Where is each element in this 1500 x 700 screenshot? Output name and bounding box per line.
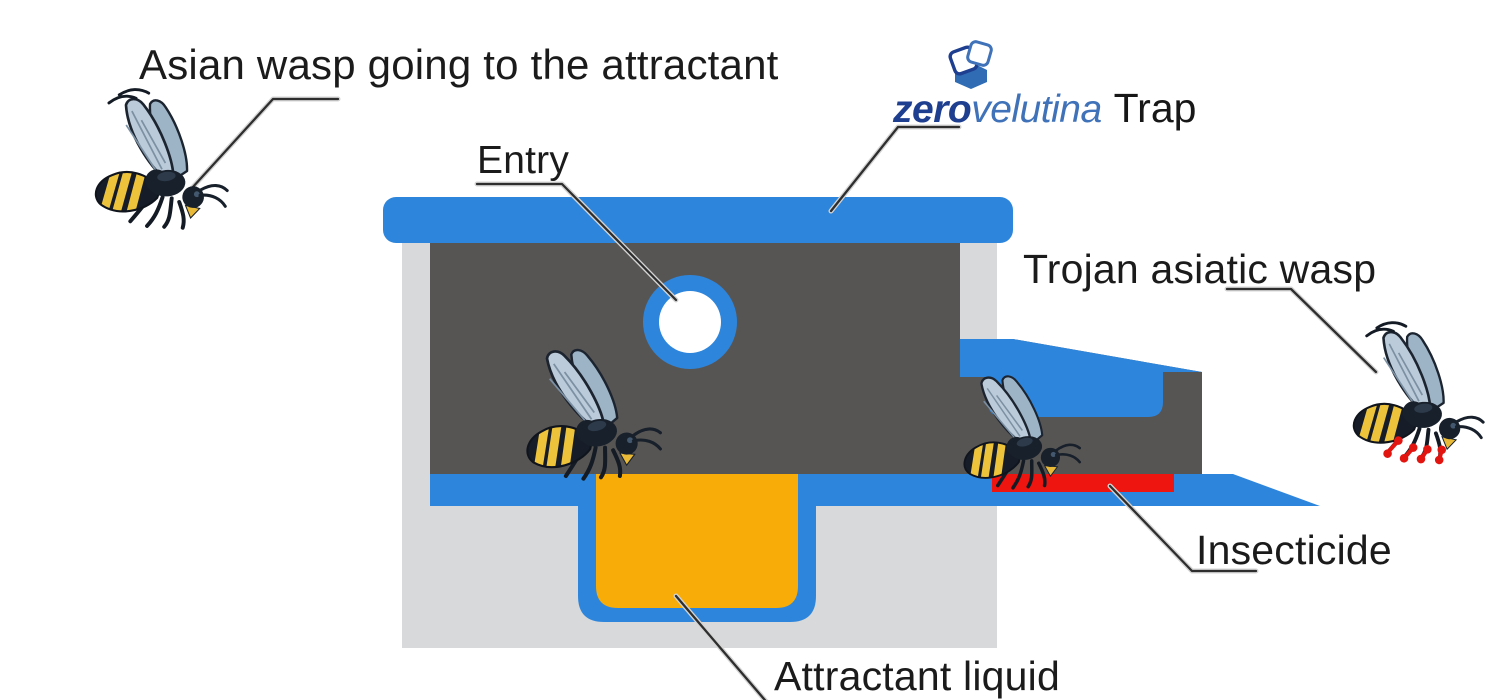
leader-trojan-wasp <box>1224 286 1379 375</box>
attractant-liquid <box>596 474 798 608</box>
brand-logo-icon <box>948 40 993 89</box>
leader-attractant <box>673 593 769 700</box>
trap-lid <box>383 197 1013 243</box>
label-insecticide: Insecticide <box>1196 527 1392 573</box>
entry-hole <box>659 291 721 353</box>
leader-insecticide <box>1107 483 1259 574</box>
leader-brand <box>828 124 962 214</box>
trap-floor-ledge <box>430 474 1320 506</box>
insecticide-strip <box>992 474 1174 492</box>
label-asian-wasp: Asian wasp going to the attractant <box>139 41 779 88</box>
leader-lines <box>189 96 1379 700</box>
brand-zero: zero <box>893 88 972 131</box>
label-attractant-liquid: Attractant liquid <box>774 653 1060 699</box>
brand-trap: Trap <box>1113 85 1197 131</box>
leader-asian-wasp <box>189 96 341 191</box>
trap-right-wall <box>960 243 997 340</box>
leader-entry <box>474 181 679 303</box>
label-trojan-wasp: Trojan asiatic wasp <box>1023 246 1377 292</box>
trojan-wasp-icon <box>1350 318 1494 471</box>
label-entry: Entry <box>477 139 570 182</box>
brand-velutina: velutina <box>971 88 1102 131</box>
